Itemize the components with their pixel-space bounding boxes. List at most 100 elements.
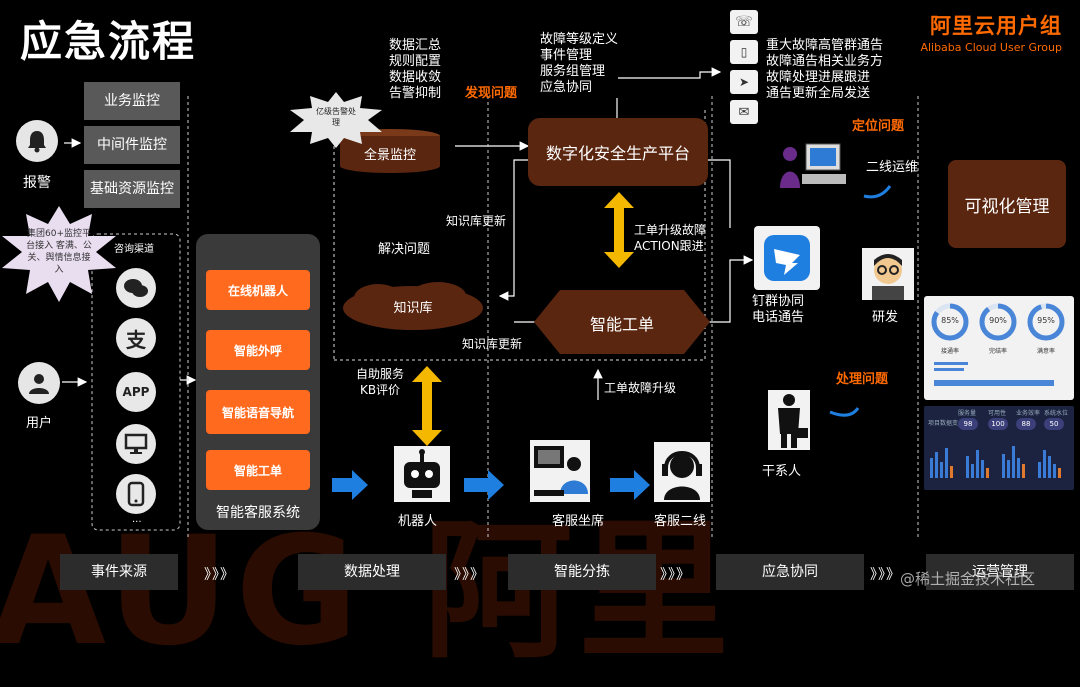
ops-person-illustration: [778, 140, 848, 194]
ticket-label: 智能工单: [589, 315, 654, 334]
cs-system-title: 智能客服系统: [216, 505, 300, 521]
starburst-left: 集团60+监控平台接入 客满、公关、舆情信息接入: [0, 206, 118, 302]
cs-btn-ticket: 智能工单: [206, 450, 310, 490]
data-process-item: 告警抑制: [389, 86, 442, 101]
stage-operations-mgmt: 运营管理: [926, 554, 1074, 590]
alarm-label: 报警: [23, 175, 51, 191]
notify-item: 故障通告相关业务方: [766, 54, 884, 69]
wechat-icon: [116, 268, 156, 308]
panorama-monitor: 全景监控: [338, 128, 442, 173]
user-icon: [18, 362, 60, 404]
dingtalk-line: 电话通告: [752, 310, 805, 325]
cs-btn-voice-nav: 智能语音导航: [206, 390, 310, 434]
stakeholder-icon: [768, 390, 810, 450]
dashboard-col: 服务量: [958, 410, 977, 417]
upgrade-action-text: 工单升级故障 ACTION跟进: [634, 222, 706, 254]
starburst-left-text: 集团60+监控平台接入 客满、公关、舆情信息接入: [26, 229, 92, 275]
user-label: 用户: [25, 416, 52, 431]
visual-mgmt-box: 可视化管理: [948, 160, 1066, 248]
second-line-label: 客服二线: [654, 514, 707, 529]
notify-item: 通告更新全局发送: [766, 86, 871, 101]
dashboard-value: 50: [1044, 418, 1064, 430]
data-process-list: 数据汇总 规则配置 数据收敛 告警抑制: [389, 38, 441, 102]
stage-event-source: 事件来源: [60, 554, 178, 590]
kb-update-label-1: 知识库更新: [446, 214, 507, 228]
dashboard-value: 88: [1016, 418, 1036, 430]
event-mgmt-item: 服务组管理: [540, 64, 606, 79]
channels-more: ...: [132, 514, 142, 525]
gauge-label: 完结率: [988, 348, 1007, 355]
gauge-label: 满意率: [1036, 348, 1055, 355]
starburst-mid: 亿级告警处理: [288, 92, 384, 148]
brand-name-cn: 阿里云用户组: [930, 14, 1062, 38]
brand-name-en: Alibaba Cloud User Group: [920, 41, 1062, 54]
smart-ticket: 智能工单: [534, 290, 710, 354]
bar-indicator: [934, 362, 968, 365]
starburst-mid-text: 亿级告警处理: [316, 107, 356, 127]
stage-data-processing: 数据处理: [298, 554, 446, 590]
upgrade-action-line: 工单升级故障: [634, 223, 707, 237]
gauge: 90% 完结率: [978, 302, 1018, 355]
notify-item: 重大故障高管群通告: [766, 38, 884, 53]
dingtalk-text: 钉群协同 电话通告: [752, 294, 804, 326]
dashboard-col: 业务效率: [1016, 410, 1041, 417]
safety-platform: 数字化安全生产平台: [528, 118, 708, 186]
pointer-icon: ➤: [730, 70, 758, 94]
bar-indicator: [934, 380, 1054, 386]
user-node: 用户: [18, 362, 60, 431]
mail-icon: ✉: [730, 100, 758, 124]
agent-icon: [530, 440, 590, 502]
discover-label: 发现问题: [465, 86, 518, 101]
event-mgmt-item: 故障等级定义: [540, 32, 619, 47]
mobile-icon: ▯: [730, 40, 758, 64]
alarm-node: 报警: [16, 120, 58, 192]
agent-label: 客服坐席: [552, 514, 605, 529]
robot-icon: [394, 446, 450, 502]
solve-label: 解决问题: [378, 242, 431, 257]
kb-update-label-2: 知识库更新: [462, 337, 523, 351]
dingtalk-line: 钉群协同: [752, 294, 805, 309]
notify-list: 重大故障高管群通告 故障通告相关业务方 故障处理进展跟进 通告更新全局发送: [766, 38, 883, 102]
kb-label: 知识库: [393, 301, 433, 316]
self-service-text: 自助服务 KB评价: [356, 366, 404, 398]
dashboard-value: 98: [958, 418, 978, 430]
headset-icon: [654, 442, 710, 502]
chevron-right-icon: 》》》: [454, 567, 485, 583]
data-process-item: 规则配置: [389, 54, 442, 69]
dashboard-title: 项目数据变化: [928, 420, 965, 427]
dashboard-col: 可用性: [988, 410, 1007, 417]
dingtalk-icon: [754, 226, 820, 290]
dashboard-mini-charts: [930, 446, 1061, 478]
notify-icons: ☏ ▯ ➤ ✉: [730, 10, 758, 124]
gauge-value: 85%: [941, 316, 959, 325]
gauge-value: 95%: [1037, 316, 1055, 325]
blue-arrow-3: [610, 470, 650, 500]
self-service-line: 自助服务: [356, 367, 405, 381]
channels-title: 咨询渠道: [114, 244, 154, 255]
event-mgmt-item: 应急协同: [540, 80, 593, 95]
blue-arrow-1: [332, 470, 368, 500]
data-process-item: 数据收敛: [389, 70, 442, 85]
monitor-infra: 基础资源监控: [84, 170, 180, 208]
self-service-line: KB评价: [359, 383, 401, 397]
chevron-right-icon: 》》》: [660, 567, 691, 583]
dashboard-card: 项目数据变化 服务量 可用性 业务效率 系统水位 98 100 88 50: [924, 406, 1074, 490]
app-icon: APP: [116, 372, 156, 412]
panorama-label: 全景监控: [363, 148, 416, 163]
data-process-item: 数据汇总: [389, 38, 442, 53]
page-title: 应急流程: [20, 17, 197, 66]
monitor-screen-icon: [116, 424, 156, 464]
notify-item: 故障处理进展跟进: [766, 70, 871, 85]
locate-label: 定位问题: [852, 119, 905, 134]
brand-logo: 阿里云用户组 Alibaba Cloud User Group: [920, 10, 1062, 54]
stage-emergency-collab: 应急协同: [716, 554, 864, 590]
upgrade-action-line: ACTION跟进: [634, 239, 704, 253]
gauge: 95% 满意率: [1026, 302, 1066, 355]
bar-indicator: [934, 368, 964, 371]
cs-btn-online-robot: 在线机器人: [206, 270, 310, 310]
phone-call-icon: ☏: [730, 10, 758, 34]
gauge-label: 接通率: [940, 348, 959, 355]
knowledge-base: 知识库: [338, 278, 488, 334]
dashboard-col: 系统水位: [1044, 410, 1069, 417]
monitor-business: 业务监控: [84, 82, 180, 120]
